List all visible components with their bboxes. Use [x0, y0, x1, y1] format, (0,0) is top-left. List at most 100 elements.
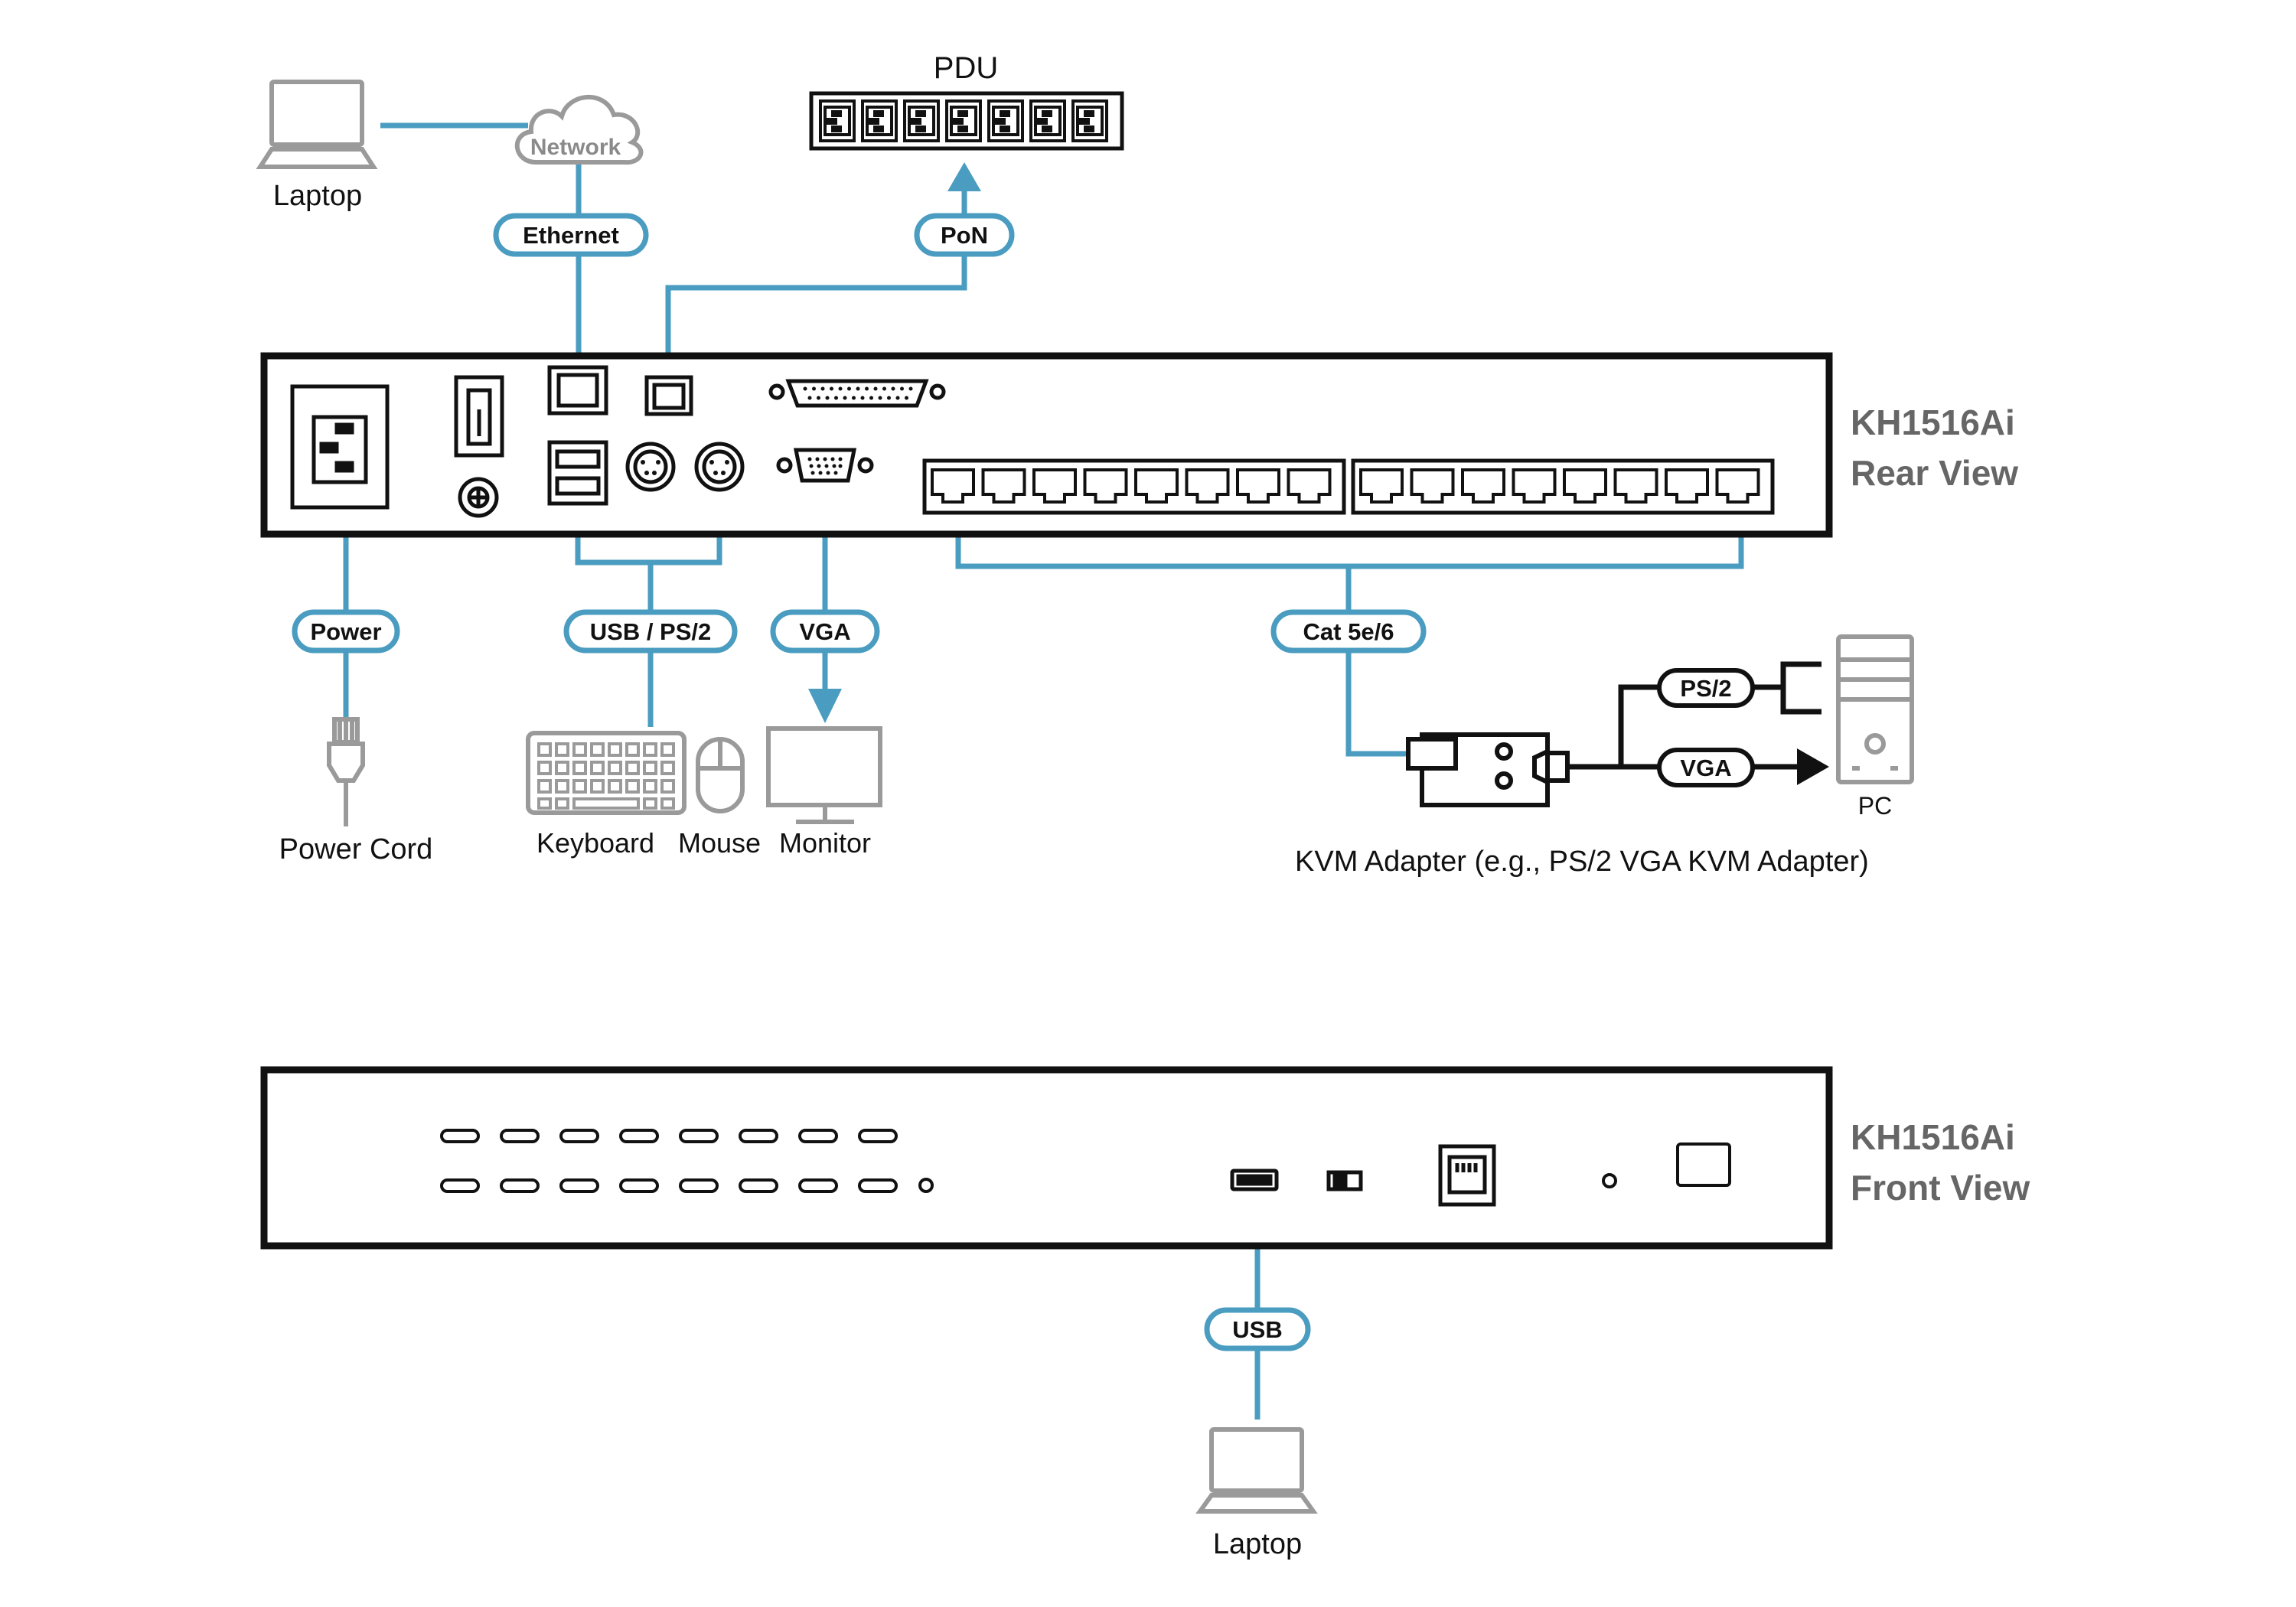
kvm-adapter: PS/2 VGA KVM Adapter (e.g., PS/2 VGA KVM…	[1295, 661, 1869, 878]
kvm-port-icon	[1613, 468, 1658, 504]
keyboard-key	[608, 779, 622, 794]
db25-pin	[891, 386, 895, 391]
port-select-button[interactable]	[739, 1129, 778, 1143]
adapter-vga-arrow-icon	[1797, 748, 1829, 785]
kvm-port-icon	[1665, 468, 1709, 504]
kvm-bank-2	[1351, 458, 1775, 515]
db25-pins	[803, 386, 913, 400]
power-pill: Power	[292, 609, 400, 654]
port-select-button[interactable]	[619, 1178, 659, 1193]
db25-port-icon[interactable]	[768, 379, 946, 408]
adapter-ps2-pill: PS/2	[1657, 668, 1755, 708]
cat-pill-label: Cat 5e/6	[1303, 618, 1394, 645]
network-label: Network	[530, 135, 621, 160]
ground-screw-icon	[458, 477, 499, 518]
keyboard-key	[643, 779, 657, 794]
port-select-button[interactable]	[500, 1178, 540, 1193]
monitor-icon	[766, 726, 882, 824]
port-select-button[interactable]	[440, 1129, 480, 1143]
keyboard-label: Keyboard	[536, 827, 654, 859]
pon-port-icon[interactable]	[644, 375, 693, 416]
pdu-outlet-icon	[1071, 99, 1108, 142]
port-select-button[interactable]	[858, 1178, 898, 1193]
lan-port-icon[interactable]	[547, 365, 608, 416]
ps2-mouse-port-icon[interactable]	[694, 442, 745, 492]
pdu-outlet-icon	[819, 99, 856, 142]
kvm-port-icon	[1359, 468, 1404, 504]
front-usb-pill-label: USB	[1232, 1316, 1282, 1343]
network: Network	[514, 94, 644, 165]
kvm-port-icon	[1236, 468, 1280, 504]
keyboard-key	[608, 742, 622, 757]
db25-pin	[865, 386, 869, 391]
pdu-outlets	[819, 99, 1108, 142]
keyboard-key	[537, 761, 552, 775]
port-select-button[interactable]	[679, 1129, 719, 1143]
cable-labels: Ethernet PoN Power USB / PS/2 VGA Cat 5e…	[292, 213, 1427, 1351]
db25-pin	[847, 386, 851, 391]
front-led-2	[1602, 1173, 1617, 1188]
db25-pin	[887, 396, 891, 400]
port-select-button[interactable]	[440, 1178, 480, 1193]
kvm-port-icon	[931, 468, 975, 504]
power-cord: Power Cord	[279, 717, 432, 865]
db25-pin	[807, 396, 812, 400]
keyboard-key	[537, 779, 552, 794]
db25-pin	[908, 386, 913, 391]
pc-tower-icon	[1836, 634, 1914, 784]
front-laptop-label: Laptop	[1213, 1528, 1302, 1560]
pdu-outlet-icon	[861, 99, 898, 142]
vga-port-icon[interactable]	[776, 448, 874, 483]
kvm-port-icon	[1512, 468, 1557, 504]
port-select-button[interactable]	[559, 1178, 599, 1193]
front-title-line2: Front View	[1851, 1168, 2030, 1208]
db25-pin	[882, 386, 886, 391]
front-usb-port-icon[interactable]	[1230, 1169, 1279, 1191]
keyboard-key	[555, 742, 569, 757]
pon-pill: PoN	[914, 213, 1015, 257]
keyboard-key	[590, 761, 605, 775]
front-switch-icon[interactable]	[1326, 1170, 1363, 1191]
db25-pin	[852, 396, 856, 400]
power-switch-icon[interactable]	[454, 375, 504, 458]
vga-pill: VGA	[770, 609, 880, 654]
ps2-pins	[641, 460, 729, 475]
front-chassis	[260, 1066, 1833, 1250]
port-select-button[interactable]	[798, 1129, 838, 1143]
front-rj-port-icon[interactable]	[1438, 1144, 1496, 1207]
keyboard-key	[660, 761, 675, 775]
keyboard-spacebar	[572, 797, 640, 810]
port-select-button[interactable]	[679, 1178, 719, 1193]
port-select-button[interactable]	[500, 1129, 540, 1143]
keyboard-key	[625, 742, 640, 757]
port-select-button[interactable]	[858, 1129, 898, 1143]
kvm-port-icon	[1185, 468, 1230, 504]
port-selection-buttons[interactable]	[440, 1129, 898, 1193]
keyboard-key	[572, 761, 587, 775]
keyboard-key	[660, 742, 675, 757]
kvm-port-icon	[1563, 468, 1607, 504]
front-led-1	[918, 1178, 934, 1193]
port-select-button[interactable]	[739, 1178, 778, 1193]
adapter-vga-pill: VGA	[1657, 748, 1755, 787]
db25-pin	[803, 386, 807, 391]
monitor: Monitor	[766, 726, 882, 859]
db25-pin	[856, 386, 860, 391]
front-panel: KH1516Ai Front View	[260, 1066, 2030, 1250]
port-select-button[interactable]	[559, 1129, 599, 1143]
keyboard-key	[643, 742, 657, 757]
keyboard: Keyboard	[526, 731, 687, 859]
usb-ports-icon[interactable]	[547, 440, 608, 506]
port-select-button[interactable]	[798, 1178, 838, 1193]
keyboard-key	[660, 779, 675, 794]
ps2-keyboard-port-icon[interactable]	[625, 442, 676, 492]
usb-ps2-pill: USB / PS/2	[563, 609, 738, 654]
port-select-button[interactable]	[619, 1129, 659, 1143]
mouse-label: Mouse	[678, 827, 761, 859]
pdu-outlet-icon	[945, 99, 982, 142]
pon-cable	[665, 182, 967, 373]
cat-pill: Cat 5e/6	[1270, 609, 1427, 654]
cat-cable-down	[1345, 566, 1416, 757]
pdu: PDU	[809, 51, 1124, 151]
usb-ps2-pill-label: USB / PS/2	[590, 618, 712, 645]
